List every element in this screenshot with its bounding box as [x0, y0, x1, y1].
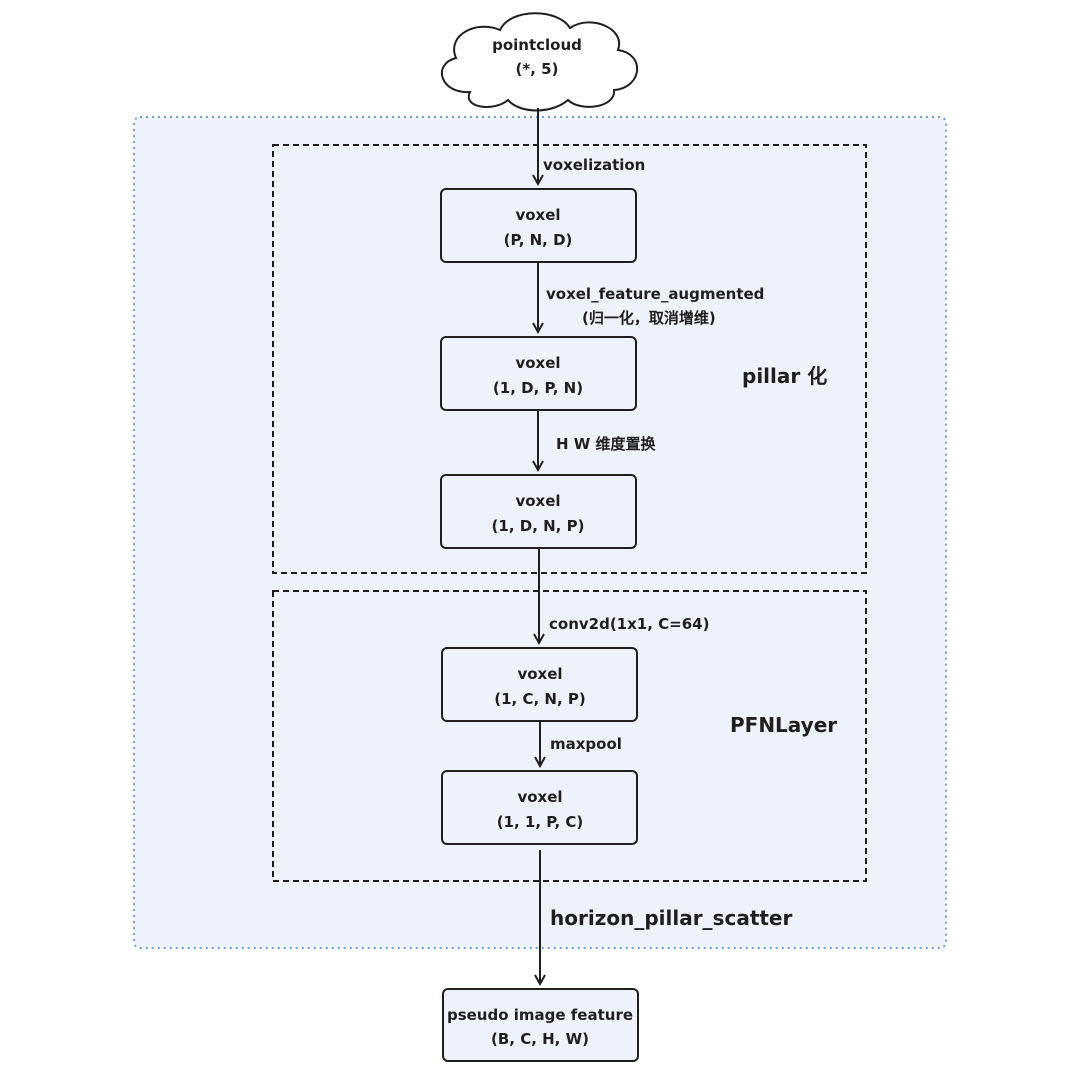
voxel-11pc-shape: (1, 1, P, C): [497, 813, 584, 831]
edge-label-conv2d: conv2d(1x1, C=64): [549, 615, 709, 633]
voxel-1cnp-shape: (1, C, N, P): [494, 690, 585, 708]
voxel-1dnp-title: voxel: [515, 492, 560, 510]
pointcloud-title: pointcloud: [492, 36, 582, 54]
voxel-pnd-shape: (P, N, D): [504, 231, 573, 249]
voxel-11pc-box: [441, 770, 638, 845]
voxel-1dpn-title: voxel: [515, 354, 560, 372]
pseudo-image-node: pseudo image feature (B, C, H, W): [442, 988, 639, 1062]
voxel-1cnp-node: voxel (1, C, N, P): [441, 647, 638, 722]
voxel-1dnp-node: voxel (1, D, N, P): [440, 474, 637, 549]
pointcloud-node: pointcloud (*, 5): [440, 12, 638, 112]
voxel-1dpn-shape: (1, D, P, N): [493, 379, 583, 397]
edge-label-maxpool: maxpool: [550, 735, 622, 753]
voxel-pnd-node: voxel (P, N, D): [440, 188, 637, 263]
voxel-pnd-title: voxel: [515, 206, 560, 224]
voxel-11pc-title: voxel: [517, 788, 562, 806]
edge-label-augmented: voxel_feature_augmented: [546, 285, 764, 303]
edge-label-hw-swap: H W 维度置换: [556, 435, 657, 453]
voxel-1dpn-box: [440, 336, 637, 411]
voxel-1dnp-shape: (1, D, N, P): [492, 517, 585, 535]
voxel-11pc-node: voxel (1, 1, P, C): [441, 770, 638, 845]
voxel-1dpn-node: voxel (1, D, P, N): [440, 336, 637, 411]
edge-label-voxelization: voxelization: [543, 156, 645, 174]
voxel-1cnp-title: voxel: [517, 665, 562, 683]
voxel-1dnp-box: [440, 474, 637, 549]
cloud-shape: [440, 12, 638, 112]
pseudo-image-shape: (B, C, H, W): [491, 1030, 589, 1048]
pseudo-image-box: [442, 988, 639, 1062]
edge-label-scatter: horizon_pillar_scatter: [550, 906, 793, 930]
edge-label-augmented-note: (归一化，取消增维): [582, 309, 716, 327]
voxel-pnd-box: [440, 188, 637, 263]
pointcloud-shape: (*, 5): [516, 60, 559, 78]
group-label-pfn: PFNLayer: [730, 713, 837, 737]
pseudo-image-title: pseudo image feature: [447, 1006, 633, 1024]
group-label-pillar: pillar 化: [742, 364, 827, 388]
pfn-group-box: [272, 590, 867, 882]
voxel-1cnp-box: [441, 647, 638, 722]
